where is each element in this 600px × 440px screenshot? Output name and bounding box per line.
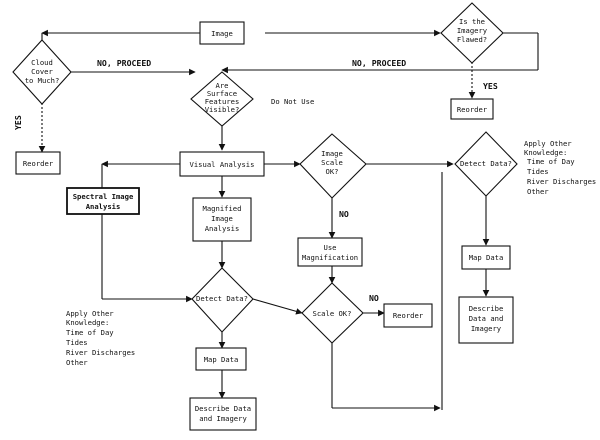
- image-label: Image: [211, 29, 233, 38]
- describe-right-line-3: Imagery: [471, 324, 502, 333]
- knowledge-note-right: Apply Other Knowledge: Time of Day Tides…: [524, 139, 596, 196]
- describe-center-box: Describe Data and Imagery: [189, 397, 257, 431]
- usemag-line-2: Magnification: [302, 253, 358, 262]
- note-right-line-6: Other: [527, 187, 549, 196]
- surface-line-2: Surface: [207, 89, 237, 98]
- spectral-line-2: Analysis: [86, 202, 121, 211]
- note-right-line-1: Apply Other: [524, 139, 572, 148]
- magnified-line-1: Magnified: [203, 204, 242, 213]
- magnified-line-2: Image: [211, 214, 233, 223]
- no-proceed-left-label: NO, PROCEED: [97, 58, 151, 68]
- describe-right-box: Describe Data and Imagery: [458, 296, 514, 344]
- map-data-center-box: Map Data: [195, 347, 247, 371]
- map-right-label: Map Data: [469, 253, 504, 262]
- surface-line-1: Are: [216, 81, 229, 90]
- surface-line-4: Visible?: [205, 105, 240, 114]
- reorder-mid-box: Reorder: [383, 303, 433, 328]
- visual-analysis-label: Visual Analysis: [190, 160, 255, 169]
- knowledge-note-left: Apply Other Knowledge: Time of Day Tides…: [66, 309, 135, 367]
- flawed-line-1: Is the: [459, 17, 485, 26]
- note-left-line-2: Knowledge:: [66, 318, 109, 327]
- map-center-label: Map Data: [204, 355, 239, 364]
- no-scale-ok-label: NO: [369, 293, 379, 303]
- flawed-line-2: Imagery: [457, 26, 488, 35]
- image-box: Image: [199, 21, 245, 45]
- detect-right-label: Detect Data?: [460, 159, 512, 168]
- imagery-flawed-decision: Is the Imagery Flawed?: [440, 2, 504, 64]
- scale-ok-decision: Scale OK?: [301, 282, 364, 344]
- magnified-analysis-box: Magnified Image Analysis: [192, 197, 252, 242]
- describe-right-line-1: Describe: [469, 304, 504, 313]
- cloud-cover-decision: Cloud Cover to Much?: [12, 39, 72, 105]
- no-scale-label: NO: [339, 209, 349, 219]
- scale-line-3: OK?: [326, 167, 339, 176]
- reorder-top-box: Reorder: [450, 98, 494, 120]
- image-scale-decision: Image Scale OK?: [299, 133, 367, 199]
- note-right-line-3: Time of Day: [527, 157, 575, 166]
- map-data-right-box: Map Data: [461, 245, 511, 270]
- yes-right-label: YES: [483, 81, 498, 91]
- usemag-line-1: Use: [324, 243, 337, 252]
- reorder-left-box: Reorder: [15, 151, 61, 175]
- note-left-line-1: Apply Other: [66, 309, 114, 318]
- detect-data-center-decision: Detect Data?: [191, 267, 254, 333]
- connectors: [38, 29, 539, 412]
- describe-center-line-1: Describe Data: [195, 404, 251, 413]
- edge-labels: NO, PROCEED NO, PROCEED YES YES NO NO: [13, 58, 498, 303]
- magnified-line-3: Analysis: [205, 224, 240, 233]
- detect-center-label: Detect Data?: [196, 294, 248, 303]
- yes-left-label: YES: [13, 115, 23, 130]
- surface-features-decision: Are Surface Features Visible?: [190, 71, 254, 127]
- note-left-line-4: Tides: [66, 338, 88, 347]
- scale-line-1: Image: [321, 149, 343, 158]
- detect-data-right-decision: Detect Data?: [454, 131, 518, 197]
- visual-analysis-box: Visual Analysis: [179, 151, 265, 177]
- note-right-line-5: River Discharges: [527, 177, 596, 186]
- note-left-line-5: River Discharges: [66, 348, 135, 357]
- note-right-line-4: Tides: [527, 167, 549, 176]
- no-proceed-right-label: NO, PROCEED: [352, 58, 406, 68]
- scale-line-2: Scale: [321, 158, 343, 167]
- reorder-mid-label: Reorder: [393, 311, 424, 320]
- cloud-line-2: Cover: [31, 67, 53, 76]
- cloud-line-1: Cloud: [31, 58, 53, 67]
- note-left-line-3: Time of Day: [66, 328, 114, 337]
- reorder-left-label: Reorder: [23, 159, 54, 168]
- reorder-top-label: Reorder: [457, 105, 488, 114]
- describe-center-line-2: and Imagery: [199, 414, 247, 423]
- use-magnification-box: Use Magnification: [297, 237, 363, 267]
- note-left-line-6: Other: [66, 358, 88, 367]
- edge-detect-to-scaleok: [252, 298, 303, 315]
- spectral-line-1: Spectral Image: [73, 192, 134, 201]
- cloud-line-3: to Much?: [25, 76, 60, 85]
- scale-ok-label: Scale OK?: [313, 309, 352, 318]
- describe-right-line-2: Data and: [469, 314, 504, 323]
- note-right-line-2: Knowledge:: [524, 148, 567, 157]
- spectral-analysis-box: Spectral Image Analysis: [66, 187, 140, 215]
- do-not-use-label: Do Not Use: [271, 97, 314, 106]
- nodes: Image Is the Imagery Flawed? Cloud Cover…: [12, 2, 518, 431]
- surface-line-3: Features: [205, 97, 240, 106]
- flawed-line-3: Flawed?: [457, 35, 487, 44]
